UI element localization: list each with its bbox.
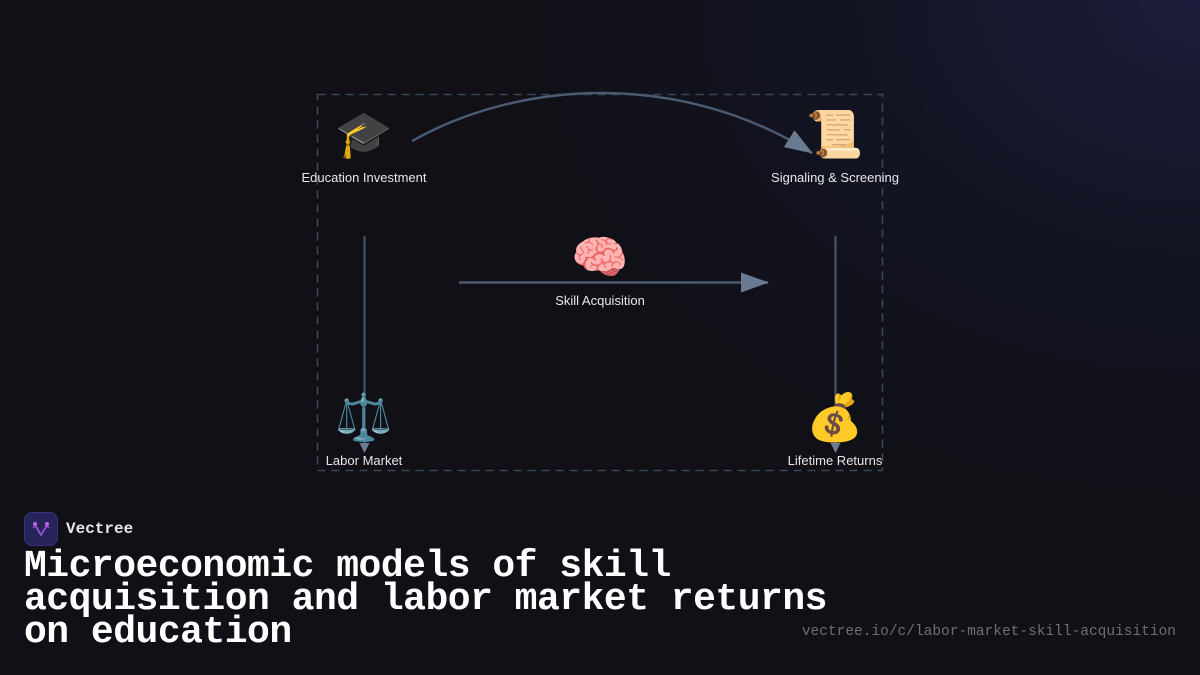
scales-icon: ⚖️ xyxy=(335,390,393,444)
group-boundary xyxy=(316,93,884,472)
node-lifetime-returns[interactable]: 💰 Lifetime Returns xyxy=(788,389,883,468)
node-label: Labor Market xyxy=(325,453,403,468)
brand: Vectree xyxy=(24,512,133,546)
brand-name: Vectree xyxy=(66,520,134,538)
node-labor-market[interactable]: ⚖️ Labor Market xyxy=(326,389,403,468)
node-skill-acquisition[interactable]: 🧠 Skill Acquisition xyxy=(555,229,645,308)
graduation-cap-icon: 🎓 xyxy=(335,107,393,161)
page-url: vectree.io/c/labor-market-skill-acquisit… xyxy=(801,624,1176,640)
edge-education-to-signaling xyxy=(411,91,813,155)
brain-icon: 🧠 xyxy=(571,230,629,284)
node-label: Signaling & Screening xyxy=(771,170,899,185)
node-label: Education Investment xyxy=(301,170,427,185)
page-title: Microeconomic models of skill acquisitio… xyxy=(24,545,827,654)
scroll-icon: 📜 xyxy=(806,107,864,161)
node-label: Lifetime Returns xyxy=(787,453,883,468)
node-label: Skill Acquisition xyxy=(555,293,645,308)
vectree-logo-icon xyxy=(24,512,58,546)
money-bag-icon: 💰 xyxy=(806,390,864,444)
node-signaling-screening[interactable]: 📜 Signaling & Screening xyxy=(771,106,899,185)
node-education-investment[interactable]: 🎓 Education Investment xyxy=(301,106,426,185)
